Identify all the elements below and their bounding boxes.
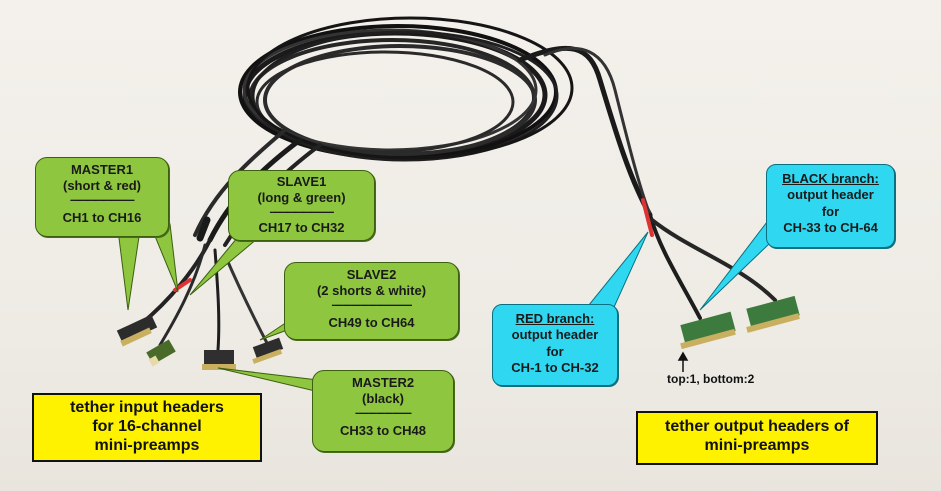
master1-desc: (short & red) (63, 178, 141, 194)
cyan-pointers (578, 217, 794, 317)
master2-desc: (black) (362, 391, 404, 407)
input-headers-line2: for 16-channel (92, 418, 202, 436)
right-branches (641, 198, 777, 320)
label-input-headers: tether input headers for 16-channel mini… (32, 393, 262, 462)
red-branch-title: RED branch: (515, 311, 595, 326)
red-branch-line1: output header (511, 327, 599, 343)
black-branch-title: BLACK branch: (782, 171, 879, 186)
callout-slave2: SLAVE2 (2 shorts & white) --------------… (284, 262, 459, 340)
pin-arrow (677, 351, 689, 372)
callout-red-branch: RED branch: output header for CH-1 to CH… (492, 304, 618, 386)
left-connectors (116, 314, 284, 370)
red-branch-line3: CH-1 to CH-32 (511, 359, 599, 375)
callout-slave1: SLAVE1 (long & green) ------------------… (228, 170, 375, 241)
slave2-desc: (2 shorts & white) (316, 283, 427, 299)
output-headers-line1: tether output headers of (664, 418, 849, 435)
slave2-range: CH49 to CH64 (328, 314, 415, 330)
master2-range: CH33 to CH48 (340, 422, 426, 438)
slave2-name: SLAVE2 (346, 267, 397, 282)
master1-name: MASTER1 (70, 162, 134, 177)
slave1-name: SLAVE1 (276, 174, 327, 189)
master1-range: CH1 to CH16 (62, 209, 142, 225)
black-branch-line1: output header (787, 187, 874, 203)
slave2-dash: ------------------------------ (331, 298, 413, 311)
input-headers-line1: tether input headers (70, 399, 224, 416)
callout-master2: MASTER2 (black) --------------------- CH… (312, 370, 454, 452)
callout-master1: MASTER1 (short & red) ------------------… (35, 157, 169, 237)
output-headers-line2: mini-preamps (704, 437, 810, 455)
master1-dash: ------------------------ (70, 193, 135, 206)
slave1-dash: ------------------------ (269, 205, 335, 218)
cable-coil (193, 16, 654, 247)
black-branch-line3: CH-33 to CH-64 (783, 219, 878, 235)
pin-note: top:1, bottom:2 (667, 372, 755, 386)
red-branch-line2: for (546, 343, 564, 359)
black-branch-line2: for (821, 203, 840, 219)
master2-name: MASTER2 (351, 375, 415, 390)
right-connectors (680, 295, 800, 350)
slave1-range: CH17 to CH32 (258, 219, 345, 235)
callout-black-branch: BLACK branch: output header for CH-33 to… (766, 164, 895, 248)
input-headers-line3: mini-preamps (94, 437, 200, 455)
master2-dash: --------------------- (355, 406, 412, 419)
label-output-headers: tether output headers of mini-preamps (636, 411, 878, 465)
slave1-desc: (long & green) (257, 190, 346, 206)
